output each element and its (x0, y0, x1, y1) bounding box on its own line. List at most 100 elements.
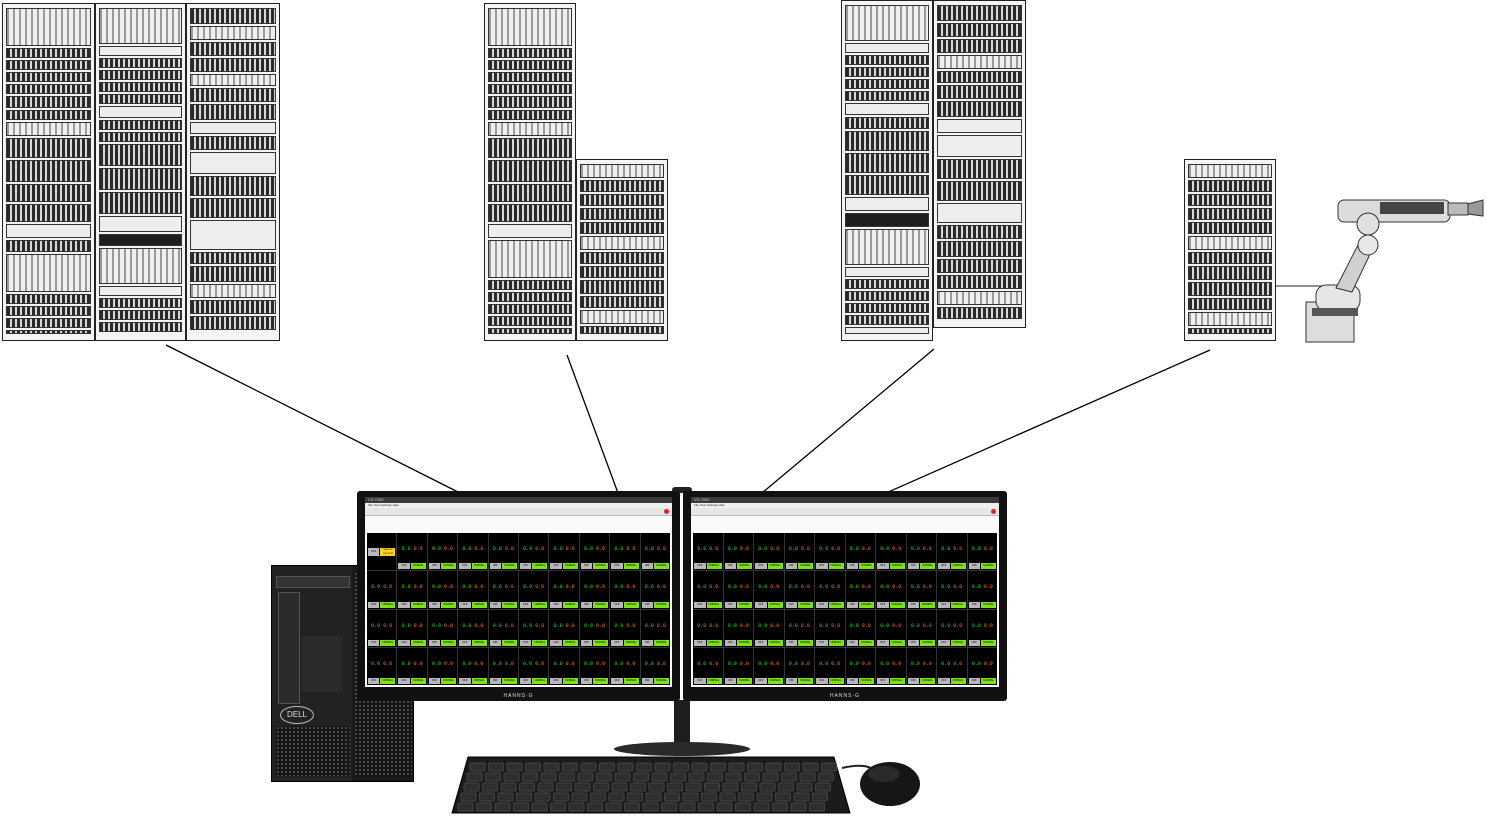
off-button[interactable]: OFF (877, 639, 889, 646)
off-button[interactable]: OFF (755, 639, 767, 646)
off-button[interactable]: OFF (816, 639, 828, 646)
off-button[interactable]: OFF (877, 678, 889, 684)
off-button[interactable]: OFF (968, 563, 981, 570)
off-button[interactable]: OFF (398, 639, 410, 646)
off-button[interactable]: OFF (694, 601, 706, 608)
off-button[interactable]: OFF (428, 639, 441, 646)
rack-unit (488, 160, 572, 182)
off-button[interactable]: OFF (368, 547, 380, 556)
off-button[interactable]: OFF (846, 601, 859, 608)
off-button[interactable]: OFF (580, 639, 593, 646)
off-button[interactable]: OFF (611, 678, 623, 684)
off-button[interactable]: OFF (550, 601, 562, 608)
off-button[interactable]: OFF (398, 678, 410, 684)
off-button[interactable]: OFF (550, 678, 562, 684)
off-button[interactable]: OFF (938, 601, 950, 608)
off-button[interactable]: OFF (398, 601, 410, 608)
off-button[interactable]: OFF (938, 563, 950, 570)
off-button[interactable]: OFF (907, 639, 920, 646)
off-button[interactable]: OFF (877, 563, 889, 570)
off-button[interactable]: OFF (428, 678, 441, 684)
off-button[interactable]: OFF (611, 601, 623, 608)
off-button[interactable]: OFF (755, 563, 767, 570)
off-button[interactable]: OFF (877, 601, 889, 608)
off-button[interactable]: OFF (459, 601, 471, 608)
rack-unit (845, 291, 929, 301)
rack-unit (488, 328, 572, 334)
off-button[interactable]: OFF (368, 601, 380, 608)
off-button[interactable]: OFF (724, 678, 737, 684)
off-button[interactable]: OFF (816, 563, 828, 570)
off-button[interactable]: OFF (519, 639, 532, 646)
channel-value: 0.0 0.0 (523, 622, 545, 629)
off-button[interactable]: OFF (816, 678, 828, 684)
off-button[interactable]: OFF (368, 678, 380, 684)
off-button[interactable]: OFF (694, 678, 706, 684)
off-button[interactable]: OFF (694, 563, 706, 570)
off-button[interactable]: OFF (694, 639, 706, 646)
server-rack-icon (841, 0, 933, 341)
off-button[interactable]: OFF (907, 601, 920, 608)
off-button[interactable]: OFF (938, 678, 950, 684)
off-button[interactable]: OFF (785, 563, 798, 570)
off-button[interactable]: OFF (580, 601, 593, 608)
normal-indicator: NORMAL (410, 563, 426, 570)
off-button[interactable]: OFF (846, 678, 859, 684)
off-button[interactable]: OFF (550, 563, 562, 570)
off-button[interactable]: OFF (641, 678, 654, 684)
off-button[interactable]: OFF (489, 601, 502, 608)
off-button[interactable]: OFF (489, 678, 502, 684)
off-button[interactable]: OFF (550, 639, 562, 646)
off-button[interactable]: OFF (519, 563, 532, 570)
off-button[interactable]: OFF (724, 639, 737, 646)
off-button[interactable]: OFF (459, 639, 471, 646)
off-button[interactable]: OFF (816, 601, 828, 608)
menu-bar[interactable]: File View Settings Help (691, 503, 999, 508)
menu-bar[interactable]: File View Settings Help (365, 503, 672, 508)
off-button[interactable]: OFF (641, 639, 654, 646)
toolbar[interactable] (365, 508, 672, 516)
emergency-stop-button[interactable] (664, 509, 669, 514)
off-button[interactable]: OFF (968, 639, 981, 646)
off-button[interactable]: OFF (938, 639, 950, 646)
off-button[interactable]: OFF (428, 563, 441, 570)
off-button[interactable]: OFF (489, 639, 502, 646)
off-button[interactable]: OFF (755, 601, 767, 608)
off-button[interactable]: OFF (519, 601, 532, 608)
off-button[interactable]: OFF (611, 639, 623, 646)
off-button[interactable]: OFF (846, 639, 859, 646)
off-button[interactable]: OFF (641, 563, 654, 570)
off-button[interactable]: OFF (785, 639, 798, 646)
off-button[interactable]: OFF (580, 563, 593, 570)
off-button[interactable]: OFF (785, 601, 798, 608)
off-button[interactable]: OFF (459, 563, 471, 570)
off-button[interactable]: OFF (907, 678, 920, 684)
off-button[interactable]: OFF (519, 678, 532, 684)
off-button[interactable]: OFF (724, 601, 737, 608)
off-button[interactable]: OFF (489, 563, 502, 570)
off-button[interactable]: OFF (398, 563, 410, 570)
server-rack-icon (484, 3, 576, 341)
keyboard-key (778, 782, 794, 792)
emergency-stop-button[interactable] (991, 509, 996, 514)
off-button[interactable]: OFF (641, 601, 654, 608)
off-button[interactable]: OFF (846, 563, 859, 570)
off-button[interactable]: OFF (459, 678, 471, 684)
off-button[interactable]: OFF (755, 678, 767, 684)
off-button[interactable]: OFF (968, 601, 981, 608)
toolbar[interactable] (691, 508, 999, 516)
off-button[interactable]: OFF (580, 678, 593, 684)
off-button[interactable]: OFF (611, 563, 623, 570)
channel-value: 0.0 0.0 (583, 660, 605, 667)
off-button[interactable]: OFF (368, 639, 380, 646)
keyboard-key (793, 792, 810, 802)
off-button[interactable]: OFF (907, 563, 920, 570)
off-button[interactable]: OFF (968, 678, 981, 684)
keyboard-key (685, 782, 702, 792)
off-button[interactable]: OFF (724, 563, 737, 570)
off-button[interactable]: OFF (785, 678, 798, 684)
off-button[interactable]: OFF (428, 601, 441, 608)
keyboard-key (522, 772, 538, 782)
